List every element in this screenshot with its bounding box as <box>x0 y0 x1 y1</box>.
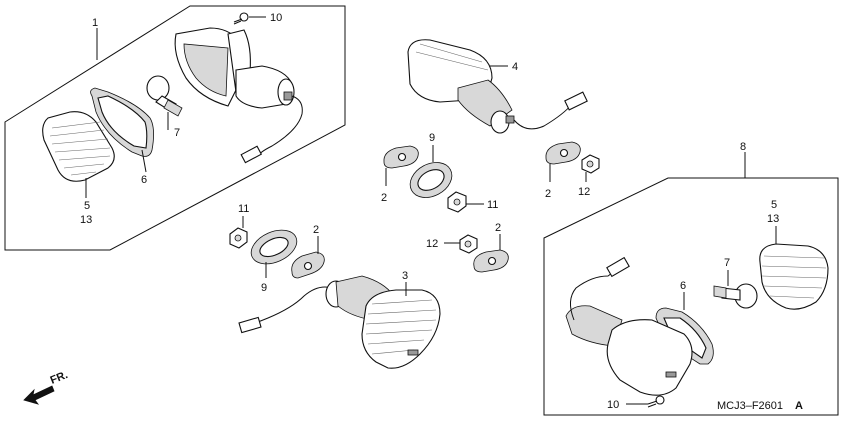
callout-12-lower: 12 <box>426 238 438 250</box>
callout-12-upper: 12 <box>578 186 590 198</box>
figure-code-text: MCJ3–F2601 <box>717 400 783 412</box>
center-parts-group: 9 2 11 2 12 11 9 2 <box>229 132 600 294</box>
callout-10-right: 10 <box>607 399 619 411</box>
figure-code: MCJ3–F2601 A <box>717 400 803 412</box>
callout-8: 8 <box>740 141 746 153</box>
turn-signal-4-group: 4 <box>407 39 588 134</box>
callout-7-right: 7 <box>724 257 730 269</box>
front-arrow-icon <box>23 385 55 405</box>
callout-10: 10 <box>270 12 282 24</box>
callout-9-lower: 9 <box>261 282 267 294</box>
front-direction-indicator: FR. <box>23 369 70 405</box>
callout-2-lower-left: 2 <box>313 224 319 236</box>
connector-part <box>240 145 263 164</box>
callout-5-right: 5 <box>771 199 777 211</box>
callout-13-right: 13 <box>767 213 779 225</box>
callout-9-upper: 9 <box>429 132 435 144</box>
callout-6: 6 <box>141 174 147 186</box>
screw-part <box>647 395 665 408</box>
callout-11-left: 11 <box>238 203 249 215</box>
turn-signal-3-group: 3 <box>238 270 441 369</box>
assembly-1-frame <box>4 5 346 251</box>
figure-code-suffix: A <box>795 400 803 412</box>
direction-label: FR. <box>49 369 70 387</box>
callout-4: 4 <box>512 61 518 73</box>
callout-6-right: 6 <box>680 280 686 292</box>
callout-5: 5 <box>84 200 90 212</box>
connector-part <box>238 316 262 334</box>
turn-signal-3-lens <box>361 289 441 369</box>
callout-11-center: 11 <box>487 199 498 211</box>
assembly-8-frame <box>543 177 839 416</box>
bulb-part <box>146 75 183 117</box>
connector-part <box>606 256 630 278</box>
callout-2-upper-left: 2 <box>381 192 387 204</box>
callout-1: 1 <box>92 17 98 29</box>
lens-part <box>42 111 115 182</box>
callout-13: 13 <box>80 214 92 226</box>
callout-3: 3 <box>402 270 408 282</box>
bulb-part <box>713 283 758 309</box>
assembly-8-group: 8 5 13 7 6 10 <box>543 141 839 416</box>
callout-2-lower-right: 2 <box>495 222 501 234</box>
housing-part <box>565 305 693 396</box>
screw-part <box>233 12 249 25</box>
housing-part <box>174 27 295 109</box>
callout-2-upper-right: 2 <box>545 188 551 200</box>
assembly-1-group: 1 10 7 6 5 13 <box>4 5 346 251</box>
callout-7: 7 <box>174 127 180 139</box>
lens-part <box>759 243 829 310</box>
